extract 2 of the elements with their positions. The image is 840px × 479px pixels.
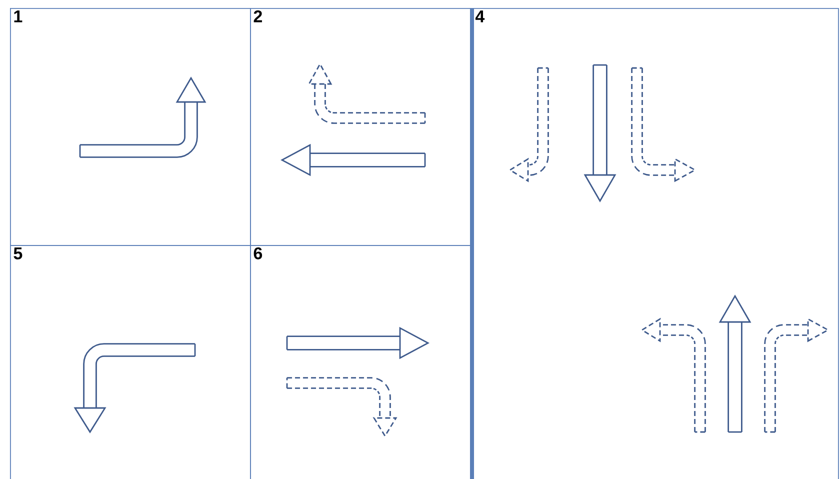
panel: 1 xyxy=(10,8,251,246)
panel: 2 xyxy=(250,8,471,246)
